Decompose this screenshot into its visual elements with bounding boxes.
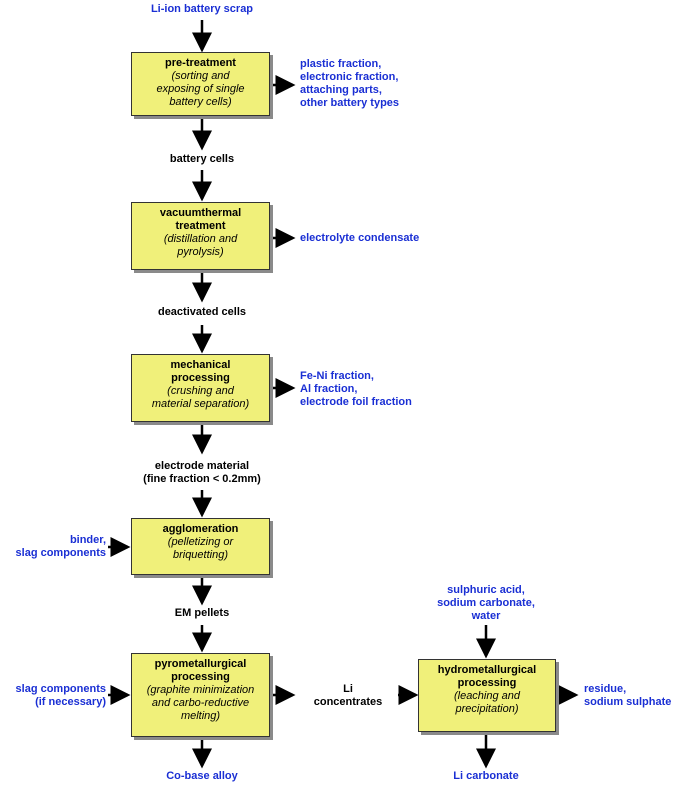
output-feni-fraction: Fe-Ni fraction, Al fraction, electrode f… bbox=[300, 370, 412, 408]
input-li-ion-scrap: Li-ion battery scrap bbox=[150, 3, 254, 15]
box-vacuumthermal: vacuumthermal treatment (distillation an… bbox=[131, 202, 270, 270]
input-binder: binder, slag components bbox=[15, 534, 106, 559]
label-li-concentrates: Li concentrates bbox=[313, 683, 383, 708]
box-pyrometallurgical: pyrometallurgical processing (graphite m… bbox=[131, 653, 270, 737]
input-slag-components: slag components (if necessary) bbox=[15, 683, 106, 708]
label-battery-cells: battery cells bbox=[169, 153, 235, 165]
output-plastic-fraction: plastic fraction, electronic fraction, a… bbox=[300, 58, 400, 109]
output-electrolyte-condensate: electrolyte condensate bbox=[300, 232, 420, 244]
box-agglomeration: agglomeration (pelletizing or briquettin… bbox=[131, 518, 270, 575]
box-mechanical: mechanical processing (crushing and mate… bbox=[131, 354, 270, 422]
label-deactivated-cells: deactivated cells bbox=[157, 306, 247, 318]
label-electrode-material: electrode material (fine fraction < 0.2m… bbox=[143, 460, 261, 485]
label-em-pellets: EM pellets bbox=[174, 607, 230, 619]
input-sulphuric-acid: sulphuric acid, sodium carbonate, water bbox=[437, 584, 535, 622]
box-pretreatment: pre-treatment (sorting and exposing of s… bbox=[131, 52, 270, 116]
pretreatment-title: pre-treatment bbox=[165, 57, 236, 69]
output-li-carbonate: Li carbonate bbox=[453, 770, 519, 782]
output-residue: residue, sodium sulphate bbox=[584, 683, 672, 708]
box-hydrometallurgical: hydrometallurgical processing (leaching … bbox=[418, 659, 556, 732]
output-co-base-alloy: Co-base alloy bbox=[166, 770, 238, 782]
